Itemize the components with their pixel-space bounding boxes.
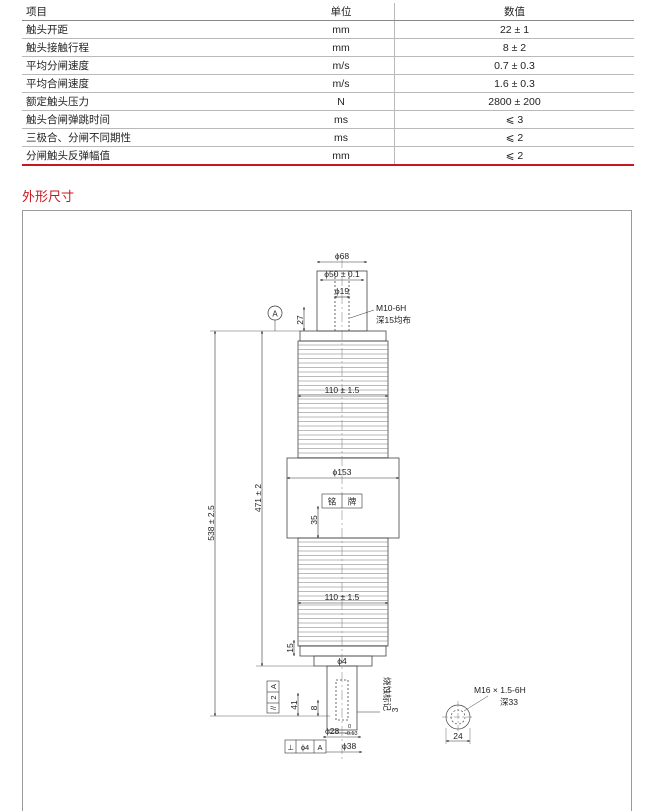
row-unit: mm [288, 146, 395, 166]
label-thread-bottom-depth: 深33 [500, 697, 518, 707]
datum-label: A [272, 310, 278, 319]
table-header-row: 项目 单位 数值 [22, 3, 634, 21]
table-row: 触头开距 mm 22 ± 1 [22, 20, 634, 39]
label-h27: 27 [295, 315, 305, 325]
row-item: 三极合、分闸不同期性 [22, 128, 288, 147]
parallel-symbol: // [271, 706, 278, 710]
row-item: 额定触头压力 [22, 92, 288, 111]
row-unit: ms [288, 110, 395, 129]
parallel-tol-frame [266, 680, 280, 714]
row-value: ⩽ 2 [394, 146, 634, 166]
section-title: 外形尺寸 [22, 189, 75, 204]
label-w24: 24 [453, 731, 463, 741]
label-w110-top: 110 ± 1.5 [325, 385, 360, 395]
drawing-frame [22, 210, 632, 811]
label-thread-top-depth: 深15均布 [376, 315, 411, 325]
row-unit: N [288, 92, 395, 111]
nameplate-char-2: 牌 [348, 497, 357, 507]
label-h471: 471 ± 2 [253, 484, 263, 513]
perp-value: ϕ4 [301, 743, 309, 752]
table-row: 平均分闸速度 m/s 0.7 ± 0.3 [22, 56, 634, 75]
row-unit: mm [288, 20, 395, 39]
label-thread-bottom: M16 × 1.5-6H [474, 685, 526, 695]
table-row: 触头接触行程 mm 8 ± 2 [22, 38, 634, 57]
spec-table: 项目 单位 数值 触头开距 mm 22 ± 1 触头接触行程 mm 8 ± 2 … [22, 3, 634, 166]
top-flange [299, 330, 387, 342]
label-h35: 35 [309, 515, 319, 525]
row-unit: m/s [288, 56, 395, 75]
row-value: ⩽ 2 [394, 128, 634, 147]
row-value: 0.7 ± 0.3 [394, 56, 634, 75]
label-w110-bottom: 110 ± 1.5 [325, 592, 360, 602]
row-value: ⩽ 3 [394, 110, 634, 129]
perp-tol-frame [284, 739, 327, 754]
leader-thread-top [349, 309, 375, 319]
parallel-value: 2 [269, 695, 278, 699]
table-row: 三极合、分闸不同期性 ms ⩽ 2 [22, 128, 634, 147]
label-h15: 15 [285, 643, 295, 653]
label-d28: ϕ28 [325, 726, 339, 736]
header-item: 项目 [22, 3, 288, 21]
parallel-datum: A [269, 684, 278, 689]
perp-datum: A [317, 743, 322, 752]
header-unit: 单位 [288, 3, 395, 21]
row-item: 触头接触行程 [22, 38, 288, 57]
label-h41: 41 [289, 700, 299, 710]
label-d28-tol-low: -0.13 [345, 731, 358, 737]
row-value: 22 ± 1 [394, 20, 634, 39]
row-item: 触头合闸弹跳时间 [22, 110, 288, 129]
label-wear-mark: 烧蚀标记 [382, 677, 392, 712]
label-d38: ϕ38 [342, 741, 356, 751]
datum-circle [267, 305, 283, 321]
label-d50: ϕ50 ± 0.1 [324, 269, 360, 279]
row-unit: m/s [288, 74, 395, 93]
row-value: 8 ± 2 [394, 38, 634, 57]
nameplate-char-1: 铭 [328, 497, 337, 507]
row-unit: ms [288, 128, 395, 147]
bottom-flange [299, 645, 387, 657]
row-unit: mm [288, 38, 395, 57]
label-d4: ϕ4 [337, 656, 347, 666]
row-item: 平均分闸速度 [22, 56, 288, 75]
lower-ribs [298, 541, 388, 646]
label-d28-tol-up: 0 [348, 724, 351, 730]
leader-thread-bottom [463, 695, 489, 712]
label-h538: 538 ± 2.5 [206, 505, 216, 541]
row-item: 触头开距 [22, 20, 288, 39]
header-value: 数值 [394, 3, 634, 21]
label-d19: ϕ19 [335, 286, 349, 296]
label-d153: ϕ153 [333, 467, 352, 477]
row-item: 平均合闸速度 [22, 74, 288, 93]
label-h3: 3 [390, 707, 400, 712]
perp-symbol: ⊥ [287, 743, 294, 752]
row-value: 2800 ± 200 [394, 92, 634, 111]
row-value: 1.6 ± 0.3 [394, 74, 634, 93]
label-d68: ϕ68 [335, 251, 349, 261]
upper-ribs [298, 344, 388, 458]
label-h8: 8 [309, 705, 319, 710]
table-row: 额定触头压力 N 2800 ± 200 [22, 92, 634, 111]
table-row: 分闸触头反弹幅值 mm ⩽ 2 [22, 146, 634, 166]
label-thread-top: M10-6H [376, 303, 406, 313]
row-item: 分闸触头反弹幅值 [22, 146, 288, 166]
table-row: 触头合闸弹跳时间 ms ⩽ 3 [22, 110, 634, 129]
table-row: 平均合闸速度 m/s 1.6 ± 0.3 [22, 74, 634, 93]
